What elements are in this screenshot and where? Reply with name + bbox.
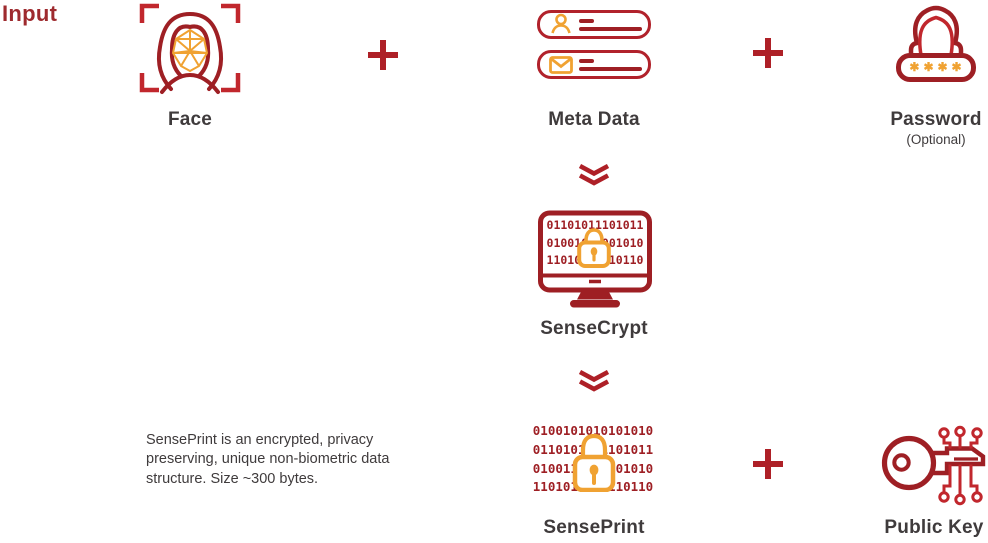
senseprint-description: SensePrint is an encrypted, privacy pres… [146, 432, 390, 487]
sensecrypt-label: SenseCrypt [540, 318, 648, 339]
portrait-icon [156, 11, 224, 94]
chevron-down-icon [577, 164, 611, 186]
user-icon [551, 13, 571, 34]
meta-data-row-user [537, 10, 651, 39]
password-lock-shackle-icon [894, 5, 978, 55]
public-key-icon [870, 420, 988, 520]
public-key-label: Public Key [884, 517, 984, 538]
padlock-icon [572, 432, 616, 492]
password-dots: ✱✱✱✱ [909, 60, 966, 74]
monitor-icon [534, 208, 656, 312]
meta-data-row-email [537, 50, 651, 79]
face-label: Face [167, 109, 213, 130]
text-line-long [579, 27, 642, 31]
binary-row: 0100101010101010 [532, 423, 654, 438]
face-scan-icon [139, 3, 241, 95]
plus-icon [368, 40, 398, 70]
text-line-short [579, 19, 594, 23]
circuit-nodes-icon [938, 425, 983, 506]
plus-icon [753, 38, 783, 68]
padlock-icon [577, 226, 611, 268]
password-optional-label: (Optional) [906, 132, 966, 147]
plus-icon [753, 449, 783, 479]
binary-row: 01101011101011 [546, 218, 644, 232]
meta-data-label: Meta Data [548, 109, 640, 130]
input-section-label: Input [2, 1, 58, 26]
password-label: Password [890, 109, 982, 130]
text-line-short [579, 59, 594, 63]
text-line-long [579, 67, 642, 71]
viewfinder-corners-icon [139, 3, 241, 93]
password-field-icon: ✱✱✱✱ [896, 53, 976, 82]
senseprint-label: SensePrint [543, 517, 645, 538]
envelope-icon [549, 56, 573, 74]
chevron-down-icon [577, 370, 611, 392]
face-mesh-icon [171, 28, 209, 73]
